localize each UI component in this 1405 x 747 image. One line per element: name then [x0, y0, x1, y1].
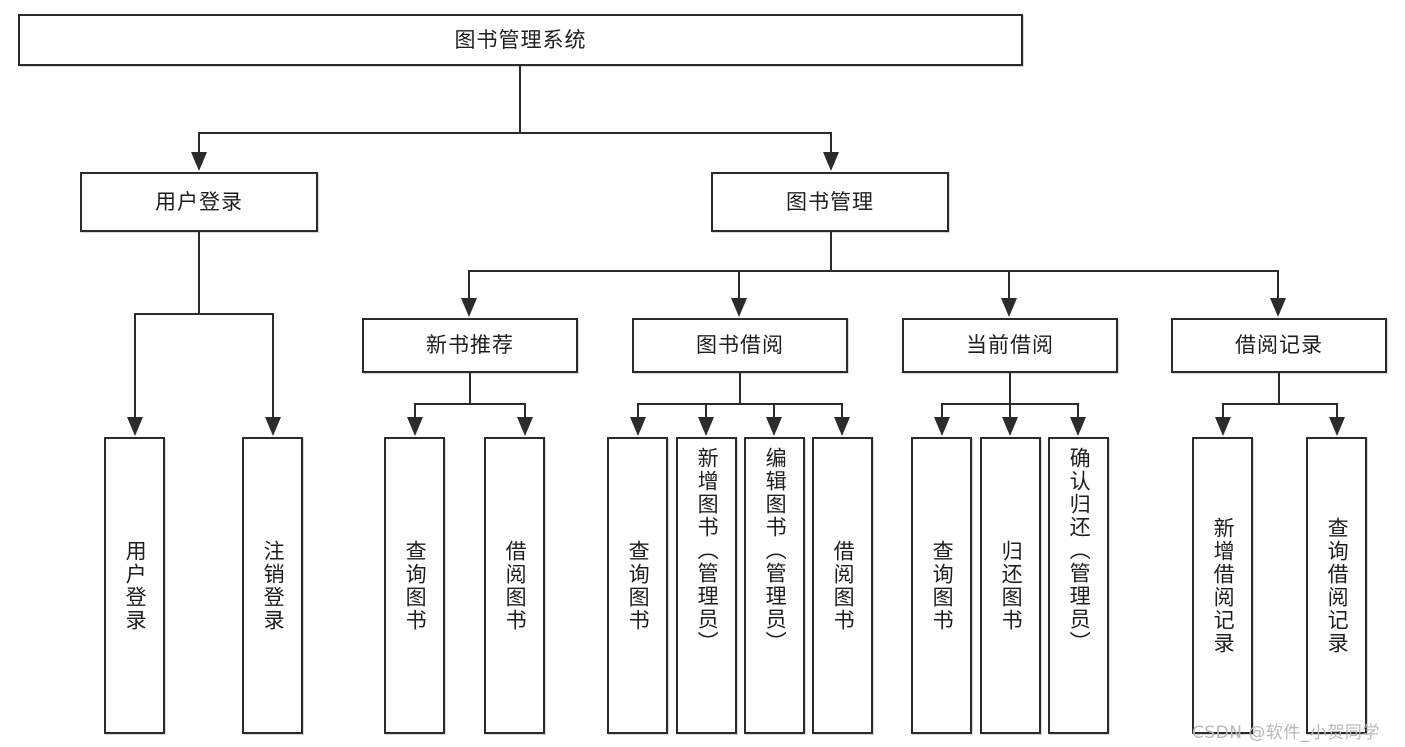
node-label: 用户登录 [155, 189, 243, 214]
leaf-query-book-borrow[interactable]: 查询图书 [607, 437, 668, 734]
connector-current-borrow-drop-3 [1077, 403, 1079, 419]
connector-book-borrow-drop-4 [841, 403, 843, 419]
connector-book-borrow-bus [637, 403, 843, 405]
leaf-label: 确认归还（管理员） [1067, 447, 1092, 654]
node-book-borrow[interactable]: 图书借阅 [632, 318, 848, 373]
arrowhead-user-login-1 [127, 417, 143, 436]
connector-book-borrow-stem [739, 373, 741, 403]
connector-tier2-drop-1 [198, 132, 200, 154]
arrowhead-tier3-1 [461, 298, 477, 317]
leaf-label: 查询图书 [626, 539, 651, 632]
connector-tier3-bus [468, 270, 1279, 272]
leaf-label: 新增图书（管理员） [695, 447, 720, 654]
node-root-book-management-system[interactable]: 图书管理系统 [18, 14, 1023, 66]
leaf-label: 用户登录 [123, 539, 148, 632]
connector-current-borrow-drop-1 [941, 403, 943, 419]
arrowhead-current-borrow-1 [934, 417, 950, 436]
leaf-add-borrow-record[interactable]: 新增借阅记录 [1192, 437, 1253, 734]
connector-tier2-bus [198, 132, 832, 134]
connector-new-book-stem [469, 373, 471, 403]
watermark-text: CSDN @软件_小贺同学 [1192, 723, 1380, 743]
leaf-label: 归还图书 [999, 539, 1024, 632]
connector-tier3-drop-2 [738, 270, 740, 300]
arrowhead-borrow-records-1 [1215, 417, 1231, 436]
leaf-borrow-book[interactable]: 借阅图书 [812, 437, 873, 734]
connector-user-login-stem [198, 232, 200, 313]
leaf-label: 借阅图书 [831, 539, 856, 632]
leaf-label: 新增借阅记录 [1211, 516, 1236, 655]
leaf-edit-book-admin[interactable]: 编辑图书（管理员） [744, 437, 805, 734]
node-label: 新书推荐 [426, 333, 514, 358]
connector-borrow-records-drop-1 [1222, 403, 1224, 419]
connector-borrow-records-bus [1222, 403, 1336, 405]
connector-new-book-drop-2 [524, 403, 526, 419]
connector-current-borrow-stem [1009, 373, 1011, 403]
arrowhead-book-borrow-4 [834, 417, 850, 436]
leaf-logout-login[interactable]: 注销登录 [242, 437, 303, 734]
leaf-label: 注销登录 [261, 539, 286, 632]
leaf-query-borrow-record[interactable]: 查询借阅记录 [1306, 437, 1367, 734]
connector-tier2-drop-2 [830, 132, 832, 154]
arrowhead-tier3-4 [1270, 298, 1286, 317]
leaf-query-book-current[interactable]: 查询图书 [911, 437, 972, 734]
node-label: 借阅记录 [1235, 333, 1323, 358]
node-current-borrow[interactable]: 当前借阅 [902, 318, 1118, 373]
leaf-confirm-return-admin[interactable]: 确认归还（管理员） [1048, 437, 1109, 734]
node-label: 图书管理 [786, 189, 874, 214]
connector-new-book-drop-1 [414, 403, 416, 419]
leaf-query-book-recommend[interactable]: 查询图书 [384, 437, 445, 734]
arrowhead-book-borrow-2 [698, 417, 714, 436]
arrowhead-new-book-2 [517, 417, 533, 436]
arrowhead-current-borrow-3 [1070, 417, 1086, 436]
arrowhead-user-login-2 [265, 417, 281, 436]
leaf-user-login[interactable]: 用户登录 [104, 437, 165, 734]
node-label: 当前借阅 [966, 333, 1054, 358]
leaf-add-book-admin[interactable]: 新增图书（管理员） [676, 437, 737, 734]
leaf-label: 查询借阅记录 [1325, 516, 1350, 655]
leaf-label: 查询图书 [403, 539, 428, 632]
node-new-book-recommend[interactable]: 新书推荐 [362, 318, 578, 373]
connector-book-borrow-drop-1 [637, 403, 639, 419]
connector-current-borrow-drop-2 [1009, 403, 1011, 419]
node-book-management[interactable]: 图书管理 [711, 172, 949, 232]
connector-user-login-bus [134, 313, 274, 315]
connector-user-login-drop-1 [134, 313, 136, 419]
connector-book-borrow-drop-3 [773, 403, 775, 419]
arrowhead-new-book-1 [407, 417, 423, 436]
leaf-borrow-book-recommend[interactable]: 借阅图书 [484, 437, 545, 734]
node-label: 图书借阅 [696, 333, 784, 358]
node-user-login[interactable]: 用户登录 [80, 172, 318, 232]
leaf-label: 查询图书 [930, 539, 955, 632]
leaf-label: 借阅图书 [503, 539, 528, 632]
connector-borrow-records-drop-2 [1336, 403, 1338, 419]
connector-book-mgmt-stem [830, 232, 832, 270]
connector-borrow-records-stem [1278, 373, 1280, 403]
node-borrow-records[interactable]: 借阅记录 [1171, 318, 1387, 373]
arrowhead-current-borrow-2 [1002, 417, 1018, 436]
leaf-label: 编辑图书（管理员） [763, 447, 788, 654]
arrowhead-borrow-records-2 [1329, 417, 1345, 436]
connector-tier3-drop-1 [468, 270, 470, 300]
node-label: 图书管理系统 [454, 27, 587, 52]
arrowhead-tier2-1 [191, 152, 207, 171]
arrowhead-book-borrow-3 [766, 417, 782, 436]
connector-tier3-drop-3 [1008, 270, 1010, 300]
leaf-return-book[interactable]: 归还图书 [980, 437, 1041, 734]
arrowhead-tier3-2 [731, 298, 747, 317]
connector-new-book-bus [414, 403, 524, 405]
connector-root-stem [519, 66, 521, 132]
connector-user-login-drop-2 [272, 313, 274, 419]
connector-book-borrow-drop-2 [705, 403, 707, 419]
arrowhead-tier2-2 [823, 152, 839, 171]
connector-tier3-drop-4 [1277, 270, 1279, 300]
arrowhead-tier3-3 [1001, 298, 1017, 317]
arrowhead-book-borrow-1 [630, 417, 646, 436]
